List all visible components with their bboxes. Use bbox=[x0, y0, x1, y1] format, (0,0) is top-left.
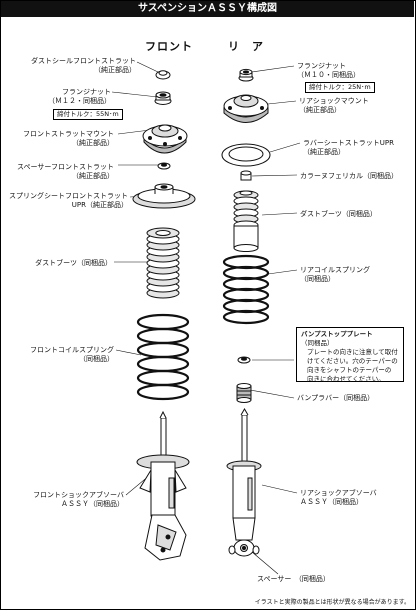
label-rear-coil-spring: リアコイルスプリング（同梱品） bbox=[300, 266, 370, 283]
note-sub: （同梱品） bbox=[301, 339, 334, 347]
front-shock-part bbox=[136, 410, 190, 561]
front-strut-mount-part bbox=[142, 124, 188, 154]
rear-coil-spring-part bbox=[222, 254, 270, 325]
front-flange-nut-part bbox=[154, 91, 172, 105]
rear-bump-plate-part bbox=[237, 356, 251, 364]
rear-shock-mount-part bbox=[223, 94, 269, 123]
front-spacer-part bbox=[157, 162, 171, 170]
torque-rear: 締付トルク：25N･m bbox=[305, 82, 375, 93]
label-rear-bump-rubber: バンプラバー（同梱品） bbox=[297, 394, 375, 402]
leader-lines bbox=[111, 61, 301, 575]
label-rear-mount: リアショックマウント（純正部品） bbox=[299, 97, 369, 114]
page-title: サスペンションＡＳＳＹ構成図 bbox=[1, 1, 414, 17]
rear-rubber-seat-part bbox=[221, 143, 271, 167]
label-rear-flange-nut: フランジナット（Ｍ１０・同梱品） bbox=[297, 62, 360, 79]
label-front-coil-spring: フロントコイルスプリング（同梱品） bbox=[30, 346, 114, 363]
footer-disclaimer: イラストと実際の製品とは形状が異なる場合があります。 bbox=[254, 599, 410, 606]
rear-collar-part bbox=[240, 170, 252, 181]
front-coil-spring-part bbox=[136, 313, 190, 401]
front-dust-boot-part bbox=[146, 227, 180, 299]
note-line: 向きをシャフトのテーパーの bbox=[307, 366, 392, 374]
label-rear-rubber-seat: ラバーシートストラットUPR（純正部品） bbox=[303, 139, 394, 156]
rear-shock-part bbox=[226, 408, 262, 557]
rear-flange-nut-part bbox=[238, 68, 254, 82]
note-box-bump-plate: バンプストッププレート （同梱品） プレートの向きに注意して取付 けてください。… bbox=[296, 327, 404, 383]
label-front-dust-boot: ダストブーツ（同梱品） bbox=[35, 259, 112, 267]
label-rear-spacer: スペーサー （同梱品） bbox=[257, 575, 330, 583]
rear-bump-rubber-part bbox=[236, 383, 252, 403]
front-spring-seat-part bbox=[132, 183, 196, 209]
note-title: バンプストッププレート bbox=[301, 330, 373, 338]
column-head-front: フロント bbox=[145, 40, 193, 53]
note-line: 向きに合わせてください。 bbox=[307, 375, 385, 383]
torque-front: 締付トルク：55N･m bbox=[53, 109, 123, 120]
front-dust-seal-part bbox=[155, 70, 171, 80]
label-front-spacer: スペーサーフロントストラット（純正部品） bbox=[17, 163, 114, 180]
label-front-dust-seal: ダストシールフロントストラット（純正部品） bbox=[31, 57, 136, 74]
label-rear-dust-boot: ダストブーツ（同梱品） bbox=[300, 210, 377, 218]
note-line: プレートの向きに注意して取付 bbox=[307, 348, 398, 356]
column-head-rear: リ ア bbox=[228, 40, 264, 53]
label-front-flange-nut: フランジナット（Ｍ１２・同梱品） bbox=[48, 88, 111, 105]
note-line: けてください。穴のテーパーの bbox=[307, 357, 398, 365]
rear-dust-boot-part bbox=[233, 190, 259, 252]
label-rear-collar: カラーヌフェリカル（同梱品） bbox=[300, 172, 398, 180]
label-front-mount: フロントストラットマウント（純正部品） bbox=[23, 130, 114, 147]
